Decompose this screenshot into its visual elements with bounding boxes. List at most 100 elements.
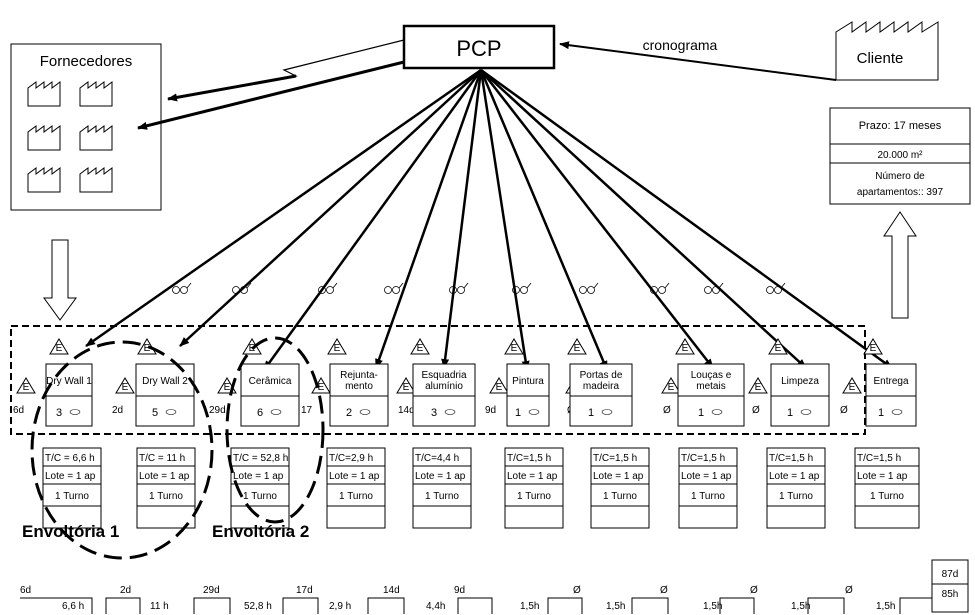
inventory-triangle-icon: E	[661, 377, 681, 394]
timeline-cycle-time: 52,8 h	[244, 601, 272, 612]
operator-count: 3	[431, 407, 437, 419]
inventory-after: Ø	[663, 405, 671, 416]
timeline-cycle-time: 6,6 h	[62, 601, 84, 612]
client-label: Cliente	[857, 50, 904, 67]
timeline-wait: 2d	[120, 585, 131, 596]
inventory-letter: E	[417, 343, 424, 354]
operator-icon	[165, 409, 177, 415]
inventory-triangle-icon: E	[49, 338, 69, 355]
inventory-triangle-icon: E	[242, 338, 262, 355]
envelope-2-ellipse	[225, 336, 325, 524]
timeline-wait: 14d	[383, 585, 400, 596]
process-box	[240, 363, 300, 427]
process-name: Limpeza	[781, 376, 819, 387]
pcp-to-process-arrow	[479, 69, 609, 371]
process-data-line: 1 Turno	[55, 491, 89, 502]
inventory-start: 6d	[13, 405, 24, 416]
operator-count: 1	[588, 407, 594, 419]
timeline-start: 6d	[20, 585, 31, 596]
process-data-line: Lote = 1 ap	[415, 471, 466, 482]
inventory-letter: E	[870, 343, 877, 354]
envelope-1-ellipse	[30, 340, 214, 560]
supplier-label: Fornecedores	[40, 53, 133, 70]
process-data-line: T/C = 11 h	[139, 453, 185, 464]
process-box	[329, 363, 389, 427]
inventory-letter: E	[682, 343, 689, 354]
process-data-box	[678, 447, 738, 529]
info-apartments-label: Número de	[875, 171, 925, 182]
process-data-line: 1 Turno	[691, 491, 725, 502]
timeline-cycle-time: 1,5h	[520, 601, 539, 612]
process-data-line: Lote = 1 ap	[45, 471, 96, 482]
operator-count: 5	[152, 407, 158, 419]
pcp-to-supplier-arrow-2	[137, 60, 405, 130]
process-data-line: Lote = 1 ap	[329, 471, 380, 482]
factory-icon	[27, 81, 61, 107]
pcp-to-process-arrow	[262, 69, 483, 371]
inventory-triangle-icon: E	[567, 338, 587, 355]
timeline-cycle-time: 1,5h	[876, 601, 895, 612]
envelope-1-label: Envoltória 1	[22, 522, 119, 541]
timeline-wait: 29d	[203, 585, 220, 596]
timeline-wait: Ø	[845, 585, 853, 596]
pcp-to-process-arrow	[479, 69, 530, 371]
supplier-factories	[27, 81, 113, 193]
process-data-box	[136, 447, 196, 529]
process-name: Cerâmica	[249, 376, 292, 387]
factory-icon	[27, 167, 61, 193]
timeline-ladder	[20, 597, 932, 614]
process-data-line: T/C=2,9 h	[329, 453, 373, 464]
process-name: madeira	[583, 381, 620, 392]
glasses-icon	[384, 282, 404, 294]
timeline-wait: Ø	[573, 585, 581, 596]
glasses-icon	[766, 282, 786, 294]
factory-icon	[79, 167, 113, 193]
inventory-after: 29d	[209, 405, 226, 416]
timeline-wait: 17d	[296, 585, 313, 596]
glasses-icon	[232, 282, 252, 294]
process-name: Portas de	[580, 370, 623, 381]
inventory-after: 9d	[485, 405, 496, 416]
operator-icon	[359, 409, 371, 415]
inventory-letter: E	[334, 343, 341, 354]
process-data-box	[230, 447, 290, 529]
process-data-line: T/C = 6,6 h	[45, 453, 95, 464]
envelope-2-label: Envoltória 2	[212, 522, 309, 541]
process-data-line: 1 Turno	[517, 491, 551, 502]
process-region	[10, 325, 866, 435]
inventory-letter: E	[668, 382, 675, 393]
inventory-after: 17	[301, 405, 313, 416]
operator-count: 1	[787, 407, 793, 419]
glasses-icon	[512, 282, 532, 294]
process-data-box	[504, 447, 564, 529]
pcp-to-process-arrow	[374, 69, 483, 369]
process-data-line: Lote = 1 ap	[233, 471, 284, 482]
glasses-icon	[650, 282, 670, 294]
process-data-box	[412, 447, 472, 529]
operator-icon	[528, 409, 540, 415]
timeline-cycle-time: 2,9 h	[329, 601, 351, 612]
glasses-icon	[172, 282, 192, 294]
inventory-letter: E	[496, 382, 503, 393]
glasses-icon	[579, 282, 599, 294]
process-box	[45, 363, 93, 427]
process-name: Rejunta-	[340, 370, 378, 381]
inventory-letter: E	[574, 343, 581, 354]
operator-count: 1	[878, 407, 884, 419]
info-apartments-value: apartamentos:: 397	[857, 187, 944, 198]
inventory-after: 14d	[398, 405, 415, 416]
process-box	[865, 363, 917, 427]
inventory-letter: E	[56, 343, 63, 354]
inventory-letter: E	[144, 343, 151, 354]
pcp-to-process-arrow	[480, 69, 714, 369]
process-data-line: 1 Turno	[149, 491, 183, 502]
process-data-line: 1 Turno	[339, 491, 373, 502]
process-data-line: 1 Turno	[425, 491, 459, 502]
